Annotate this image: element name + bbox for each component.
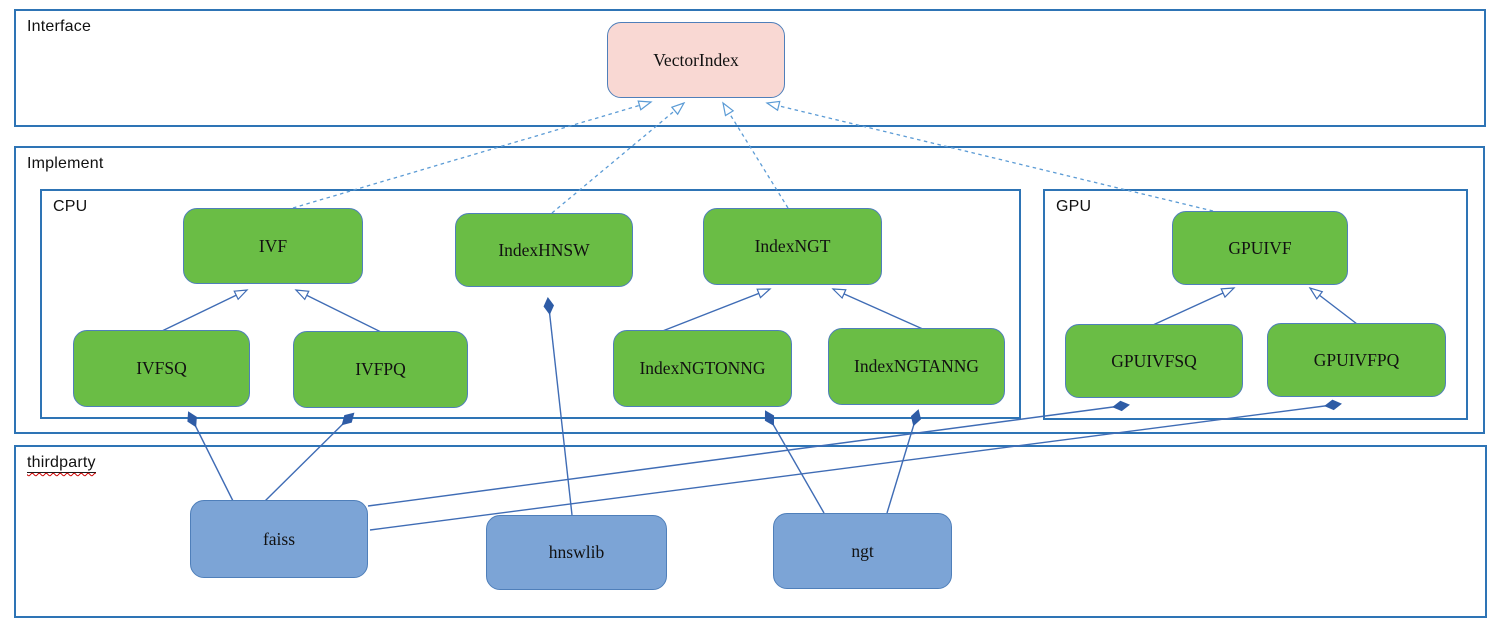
edge-generalization-ivfsq-ivf xyxy=(161,290,247,332)
container-interface-label: Interface xyxy=(27,18,92,35)
node-vectorindex-label: VectorIndex xyxy=(653,49,739,70)
node-vectorindex: VectorIndex xyxy=(607,22,785,98)
node-ivfsq: IVFSQ xyxy=(73,330,250,407)
node-indexngt: IndexNGT xyxy=(703,208,882,285)
container-cpu: CPU xyxy=(40,189,1021,419)
node-ngt-label: ngt xyxy=(851,540,874,561)
edge-realization-indexngt-vectorindex xyxy=(723,103,789,209)
node-ngt: ngt xyxy=(773,513,952,589)
edge-composition-hnswlib-indexhnsw xyxy=(543,297,573,516)
node-indexhnsw-label: IndexHNSW xyxy=(498,239,590,260)
node-gpuivf-label: GPUIVF xyxy=(1228,237,1292,258)
edge-realization-gpuivf-vectorindex xyxy=(767,103,1214,212)
edge-composition-ngt-indexngtanng xyxy=(886,409,922,514)
node-indexngt-label: IndexNGT xyxy=(754,236,831,256)
node-ivfsq-label: IVFSQ xyxy=(136,358,187,378)
edge-generalization-gpuivfpq-gpuivf xyxy=(1310,288,1358,325)
node-indexngtanng-label: IndexNGTANNG xyxy=(854,356,979,376)
node-gpuivfsq: GPUIVFSQ xyxy=(1065,324,1243,398)
container-thirdparty-label: thirdparty xyxy=(27,454,96,473)
edge-realization-ivf-vectorindex xyxy=(292,102,651,209)
edge-composition-faiss-ivfsq xyxy=(187,411,234,502)
container-gpu-label: GPU xyxy=(1056,198,1092,215)
container-implement-label: Implement xyxy=(27,155,104,172)
edge-composition-faiss-ivfpq xyxy=(264,412,355,502)
node-faiss-label: faiss xyxy=(262,528,296,549)
node-indexngtonng-label: IndexNGTONNG xyxy=(639,358,766,378)
node-ivfpq-label: IVFPQ xyxy=(355,359,406,379)
node-indexngtonng: IndexNGTONNG xyxy=(613,330,792,407)
edge-composition-ngt-indexngtonng xyxy=(764,410,825,514)
container-interface: Interface xyxy=(14,9,1486,127)
container-cpu-label: CPU xyxy=(53,198,88,215)
node-faiss: faiss xyxy=(190,500,368,578)
node-indexngtanng: IndexNGTANNG xyxy=(828,328,1005,405)
edge-composition-faiss-gpuivfpq xyxy=(369,399,1342,531)
edge-generalization-indexngtanng-indexngt xyxy=(833,289,926,331)
edge-generalization-indexngtonng-indexngt xyxy=(659,288,770,333)
node-ivf: IVF xyxy=(183,208,363,284)
node-gpuivfsq-label: GPUIVFSQ xyxy=(1111,350,1197,371)
node-gpuivfpq-label: GPUIVFPQ xyxy=(1313,349,1400,370)
edge-realization-indexhnsw-vectorindex xyxy=(551,103,684,214)
node-hnswlib-label: hnswlib xyxy=(548,542,605,562)
edge-generalization-ivfpq-ivf xyxy=(296,290,384,334)
edge-generalization-gpuivfsq-gpuivf xyxy=(1152,288,1234,326)
node-hnswlib: hnswlib xyxy=(486,515,667,590)
node-gpuivfpq: GPUIVFPQ xyxy=(1267,323,1446,397)
node-indexhnsw: IndexHNSW xyxy=(455,213,633,287)
edge-composition-faiss-gpuivfsq xyxy=(367,400,1130,507)
container-thirdparty: thirdparty xyxy=(14,445,1487,618)
container-gpu: GPU xyxy=(1043,189,1468,420)
node-ivf-label: IVF xyxy=(258,235,288,256)
node-ivfpq: IVFPQ xyxy=(293,331,468,408)
node-gpuivf: GPUIVF xyxy=(1172,211,1348,285)
